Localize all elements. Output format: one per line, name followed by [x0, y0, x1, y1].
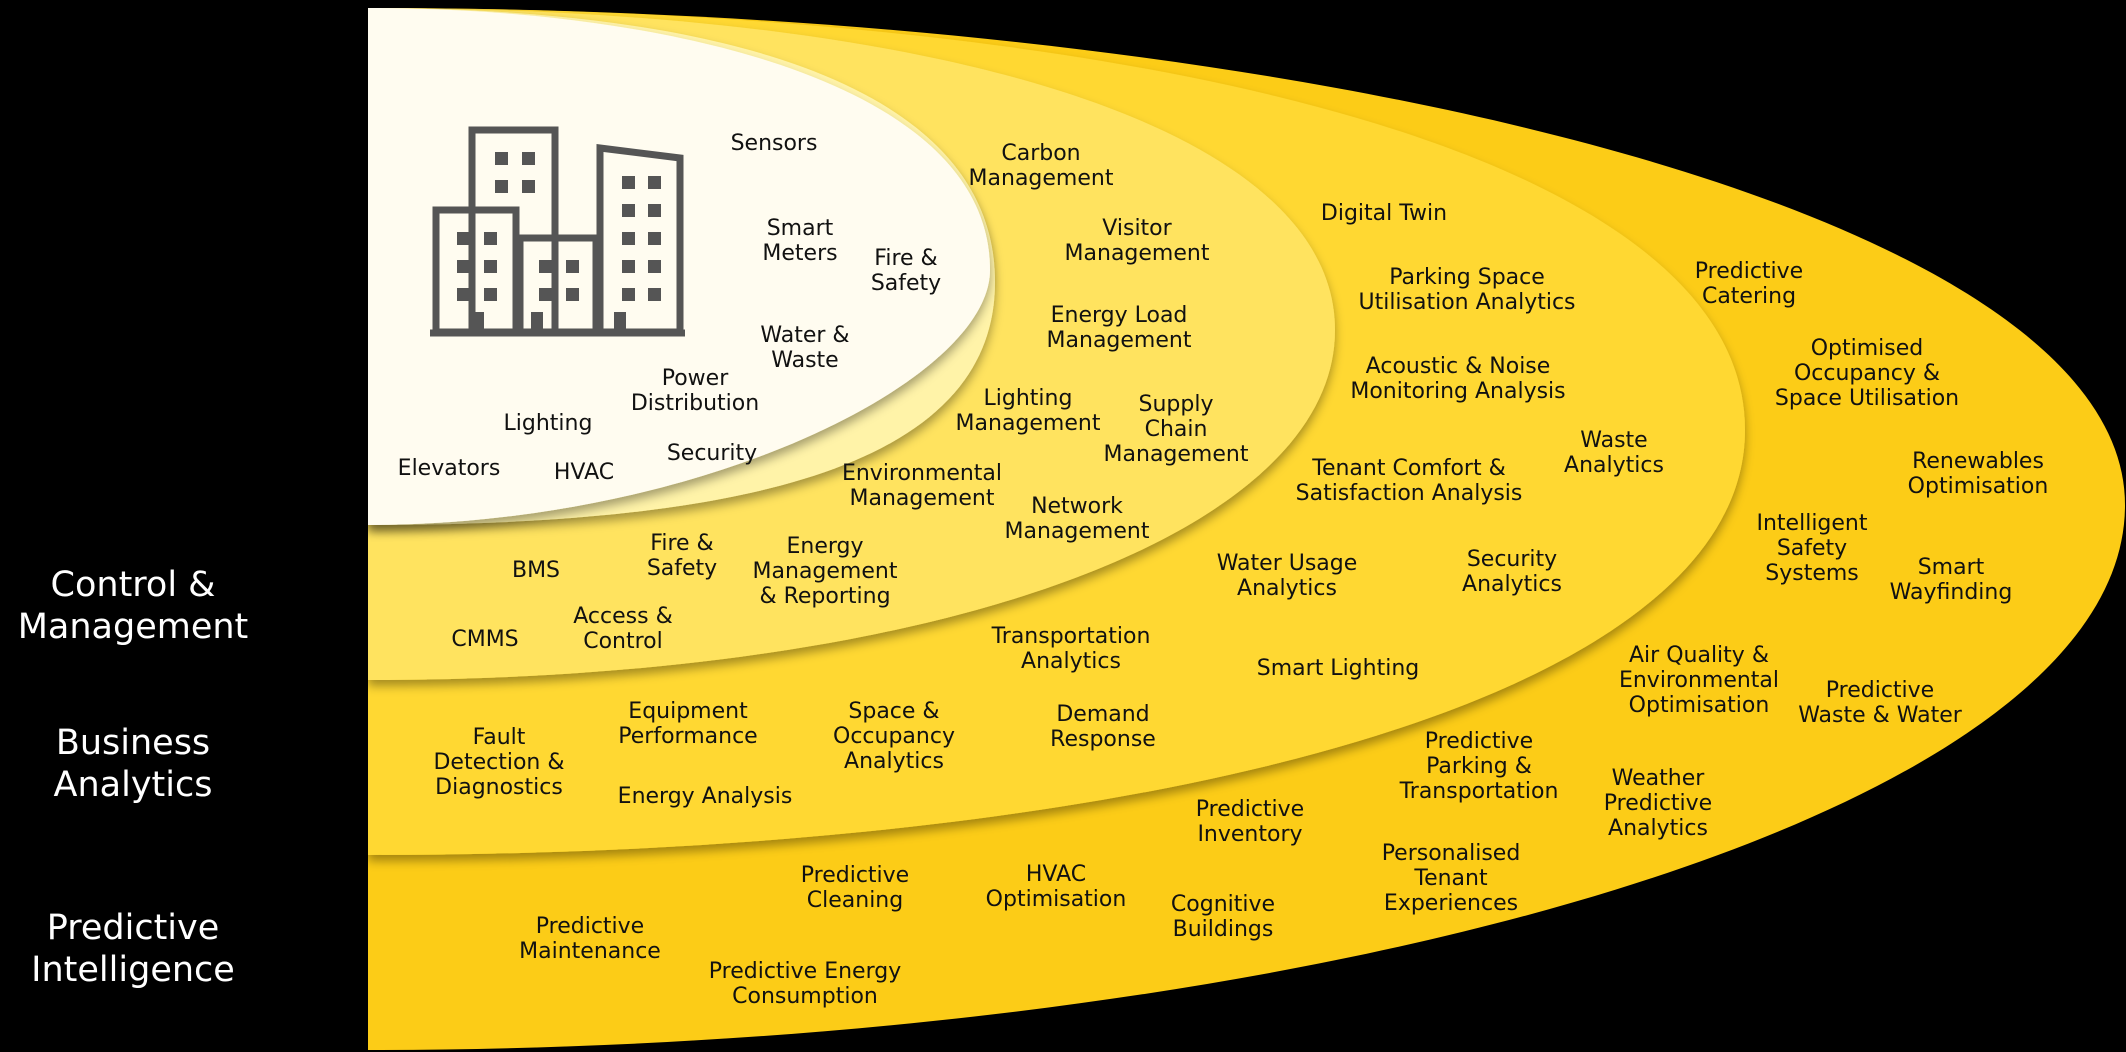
core-label-9: HVAC — [553, 460, 615, 485]
core-label-8: Elevators — [397, 456, 501, 481]
business-label-4: Waste Analytics — [1564, 428, 1664, 478]
predictive-label-6: Air Quality & Environmental Optimisation — [1618, 643, 1780, 718]
predictive-label-1: Predictive Catering — [1694, 259, 1804, 309]
predictive-label-13: HVAC Optimisation — [985, 862, 1127, 912]
control-label-8: BMS — [511, 558, 561, 583]
business-label-12: Space & Occupancy Analytics — [833, 699, 955, 774]
predictive-label-7: Predictive Waste & Water — [1798, 678, 1962, 728]
control-label-3: Energy Load Management — [1046, 303, 1192, 353]
business-label-6: Water Usage Analytics — [1216, 551, 1358, 601]
side-label-3: Predictive Intelligence — [31, 908, 235, 990]
predictive-label-15: Predictive Maintenance — [519, 914, 661, 964]
core-label-3: Fire & Safety — [870, 246, 942, 296]
business-label-3: Acoustic & Noise Monitoring Analysis — [1350, 354, 1566, 404]
control-label-9: Fire & Safety — [646, 531, 718, 581]
predictive-label-3: Renewables Optimisation — [1907, 449, 2049, 499]
business-label-7: Security Analytics — [1462, 547, 1562, 597]
control-label-11: CMMS — [451, 627, 519, 652]
core-label-1: Sensors — [730, 131, 818, 156]
business-label-9: Smart Lighting — [1256, 656, 1420, 681]
predictive-label-16: Predictive Energy Consumption — [708, 959, 902, 1009]
control-label-1: Carbon Management — [968, 141, 1114, 191]
predictive-label-4: Intelligent Safety Systems — [1756, 511, 1868, 586]
core-label-5: Power Distribution — [630, 366, 760, 416]
predictive-label-10: Predictive Inventory — [1195, 797, 1305, 847]
control-label-7: Network Management — [1004, 494, 1150, 544]
business-label-13: Demand Response — [1050, 702, 1156, 752]
business-label-5: Tenant Comfort & Satisfaction Analysis — [1295, 456, 1523, 506]
side-label-1: Control & Management — [17, 565, 249, 647]
predictive-label-5: Smart Wayfinding — [1889, 555, 2013, 605]
core-label-7: Security — [666, 441, 758, 466]
core-label-4: Water & Waste — [760, 323, 850, 373]
control-label-5: Supply Chain Management — [1103, 392, 1249, 467]
predictive-label-12: Predictive Cleaning — [800, 863, 910, 913]
predictive-label-14: Cognitive Buildings — [1170, 892, 1276, 942]
buildings-icon — [430, 126, 685, 337]
predictive-label-2: Optimised Occupancy & Space Utilisation — [1774, 336, 1960, 411]
control-label-2: Visitor Management — [1064, 216, 1210, 266]
business-label-2: Parking Space Utilisation Analytics — [1358, 265, 1576, 315]
business-label-11: Equipment Performance — [618, 699, 758, 749]
control-label-6: Environmental Management — [841, 461, 1003, 511]
core-label-2: Smart Meters — [762, 216, 838, 266]
side-label-2: Business Analytics — [53, 723, 213, 805]
control-label-10: Energy Management & Reporting — [752, 534, 898, 609]
predictive-label-9: Weather Predictive Analytics — [1603, 766, 1713, 841]
business-label-10: Fault Detection & Diagnostics — [433, 725, 565, 800]
business-label-14: Energy Analysis — [617, 784, 793, 809]
core-label-6: Lighting — [503, 411, 593, 436]
business-label-8: Transportation Analytics — [991, 624, 1151, 674]
control-label-4: Lighting Management — [955, 386, 1101, 436]
predictive-label-8: Predictive Parking & Transportation — [1399, 729, 1559, 804]
predictive-label-11: Personalised Tenant Experiences — [1381, 841, 1521, 916]
business-label-1: Digital Twin — [1320, 201, 1448, 226]
control-label-12: Access & Control — [573, 604, 673, 654]
